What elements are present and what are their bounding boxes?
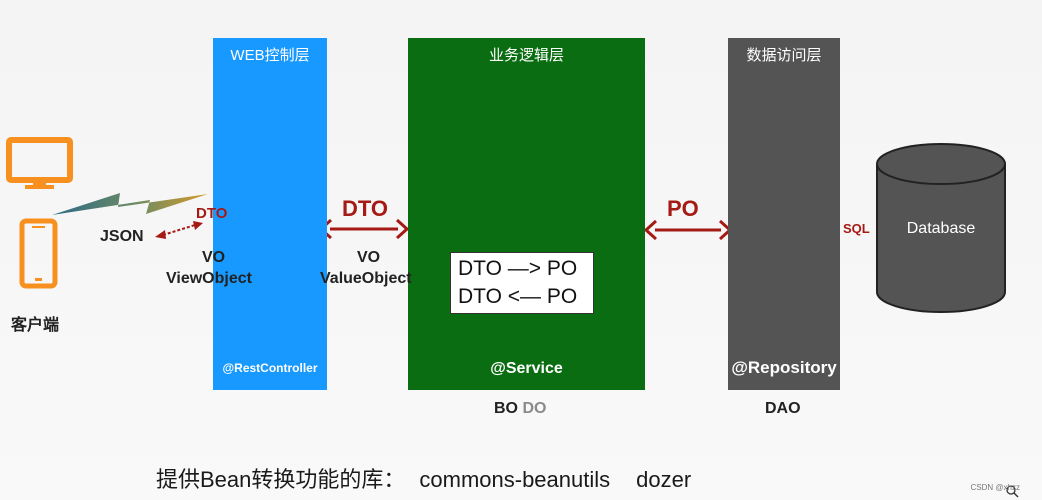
sql-label: SQL <box>843 221 870 236</box>
business-layer-annotation: @Service <box>490 360 563 377</box>
database-label: Database <box>906 220 976 237</box>
watermark: CSDN @xhzz <box>970 483 1020 492</box>
footnote-lib-dozer: dozer <box>636 467 692 492</box>
business-logic-layer: 业务逻辑层 @Service <box>408 38 645 390</box>
vo-web-long: ViewObject <box>166 270 252 287</box>
dto-arrow <box>318 218 410 240</box>
bo-label: BO DO <box>494 400 546 418</box>
web-control-layer: WEB控制层 @RestController <box>213 38 327 390</box>
signal-bolt-icon <box>52 193 208 215</box>
web-layer-annotation: @RestController <box>222 361 318 375</box>
dto-arrow-label: DTO <box>342 196 389 221</box>
do-text: DO <box>522 400 547 417</box>
bean-conversion-libraries-note: 提供Bean转换功能的库： commons-beanutils dozer <box>156 462 691 494</box>
dao-label: DAO <box>765 400 801 417</box>
po-arrow-label: PO <box>667 196 699 221</box>
client-dto-label: DTO <box>196 205 228 222</box>
monitor-icon <box>6 137 73 189</box>
web-layer-title: WEB控制层 <box>230 47 310 64</box>
data-access-layer: 数据访问层 @Repository <box>728 38 840 390</box>
footnote-lib-beanutils: commons-beanutils <box>419 467 611 492</box>
conversion-line: DTO <— PO <box>458 285 578 308</box>
client-label: 客户端 <box>11 317 60 334</box>
database-icon <box>876 143 1006 313</box>
vo-value-short: VO <box>357 249 381 266</box>
vo-value-long: ValueObject <box>320 270 412 287</box>
conversion-line: DTO —> PO <box>458 257 578 280</box>
vo-web-short: VO <box>202 249 226 266</box>
dao-layer-title: 数据访问层 <box>746 47 822 64</box>
dao-layer-annotation: @Repository <box>731 358 837 377</box>
phone-icon <box>19 218 58 289</box>
business-layer-title: 业务逻辑层 <box>488 47 564 64</box>
bo-text: BO <box>494 400 518 417</box>
footnote-prefix: 提供Bean转换功能的库： <box>156 467 406 492</box>
json-label: JSON <box>100 228 144 245</box>
po-arrow <box>643 219 733 241</box>
dto-po-conversion-box: DTO —> PO DTO <— PO <box>450 252 594 314</box>
json-arrow <box>155 221 203 239</box>
